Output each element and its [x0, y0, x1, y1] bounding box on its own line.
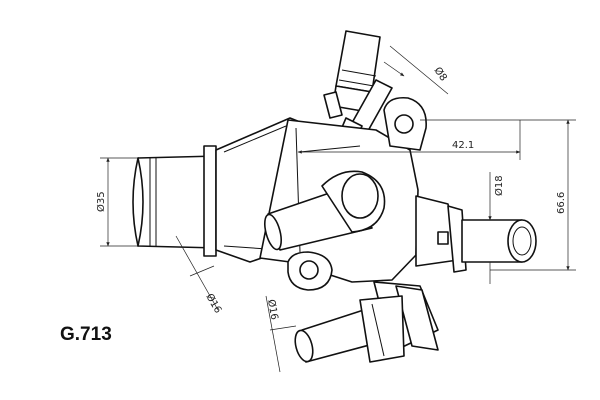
center-elbow-pipe [263, 170, 386, 251]
dim-d16-bottom: Ø16 [265, 298, 280, 320]
left-inlet-pipe [132, 145, 219, 257]
dim-d35: Ø35 [95, 191, 107, 212]
bottom-outlet-pipe [294, 281, 439, 363]
dim-d8: Ø8 [432, 65, 450, 84]
dim-42: 42.1 [452, 140, 474, 151]
right-outlet-pipe [415, 195, 537, 273]
dim-d16-left: Ø16 [203, 292, 224, 316]
mounting-ear-top [383, 96, 427, 151]
dim-66: 66.6 [556, 192, 567, 214]
dimension-lines [100, 45, 576, 373]
model-label: G.713 [60, 324, 112, 345]
mounting-ear-bottom [287, 251, 333, 291]
dim-d18: Ø18 [493, 175, 505, 196]
